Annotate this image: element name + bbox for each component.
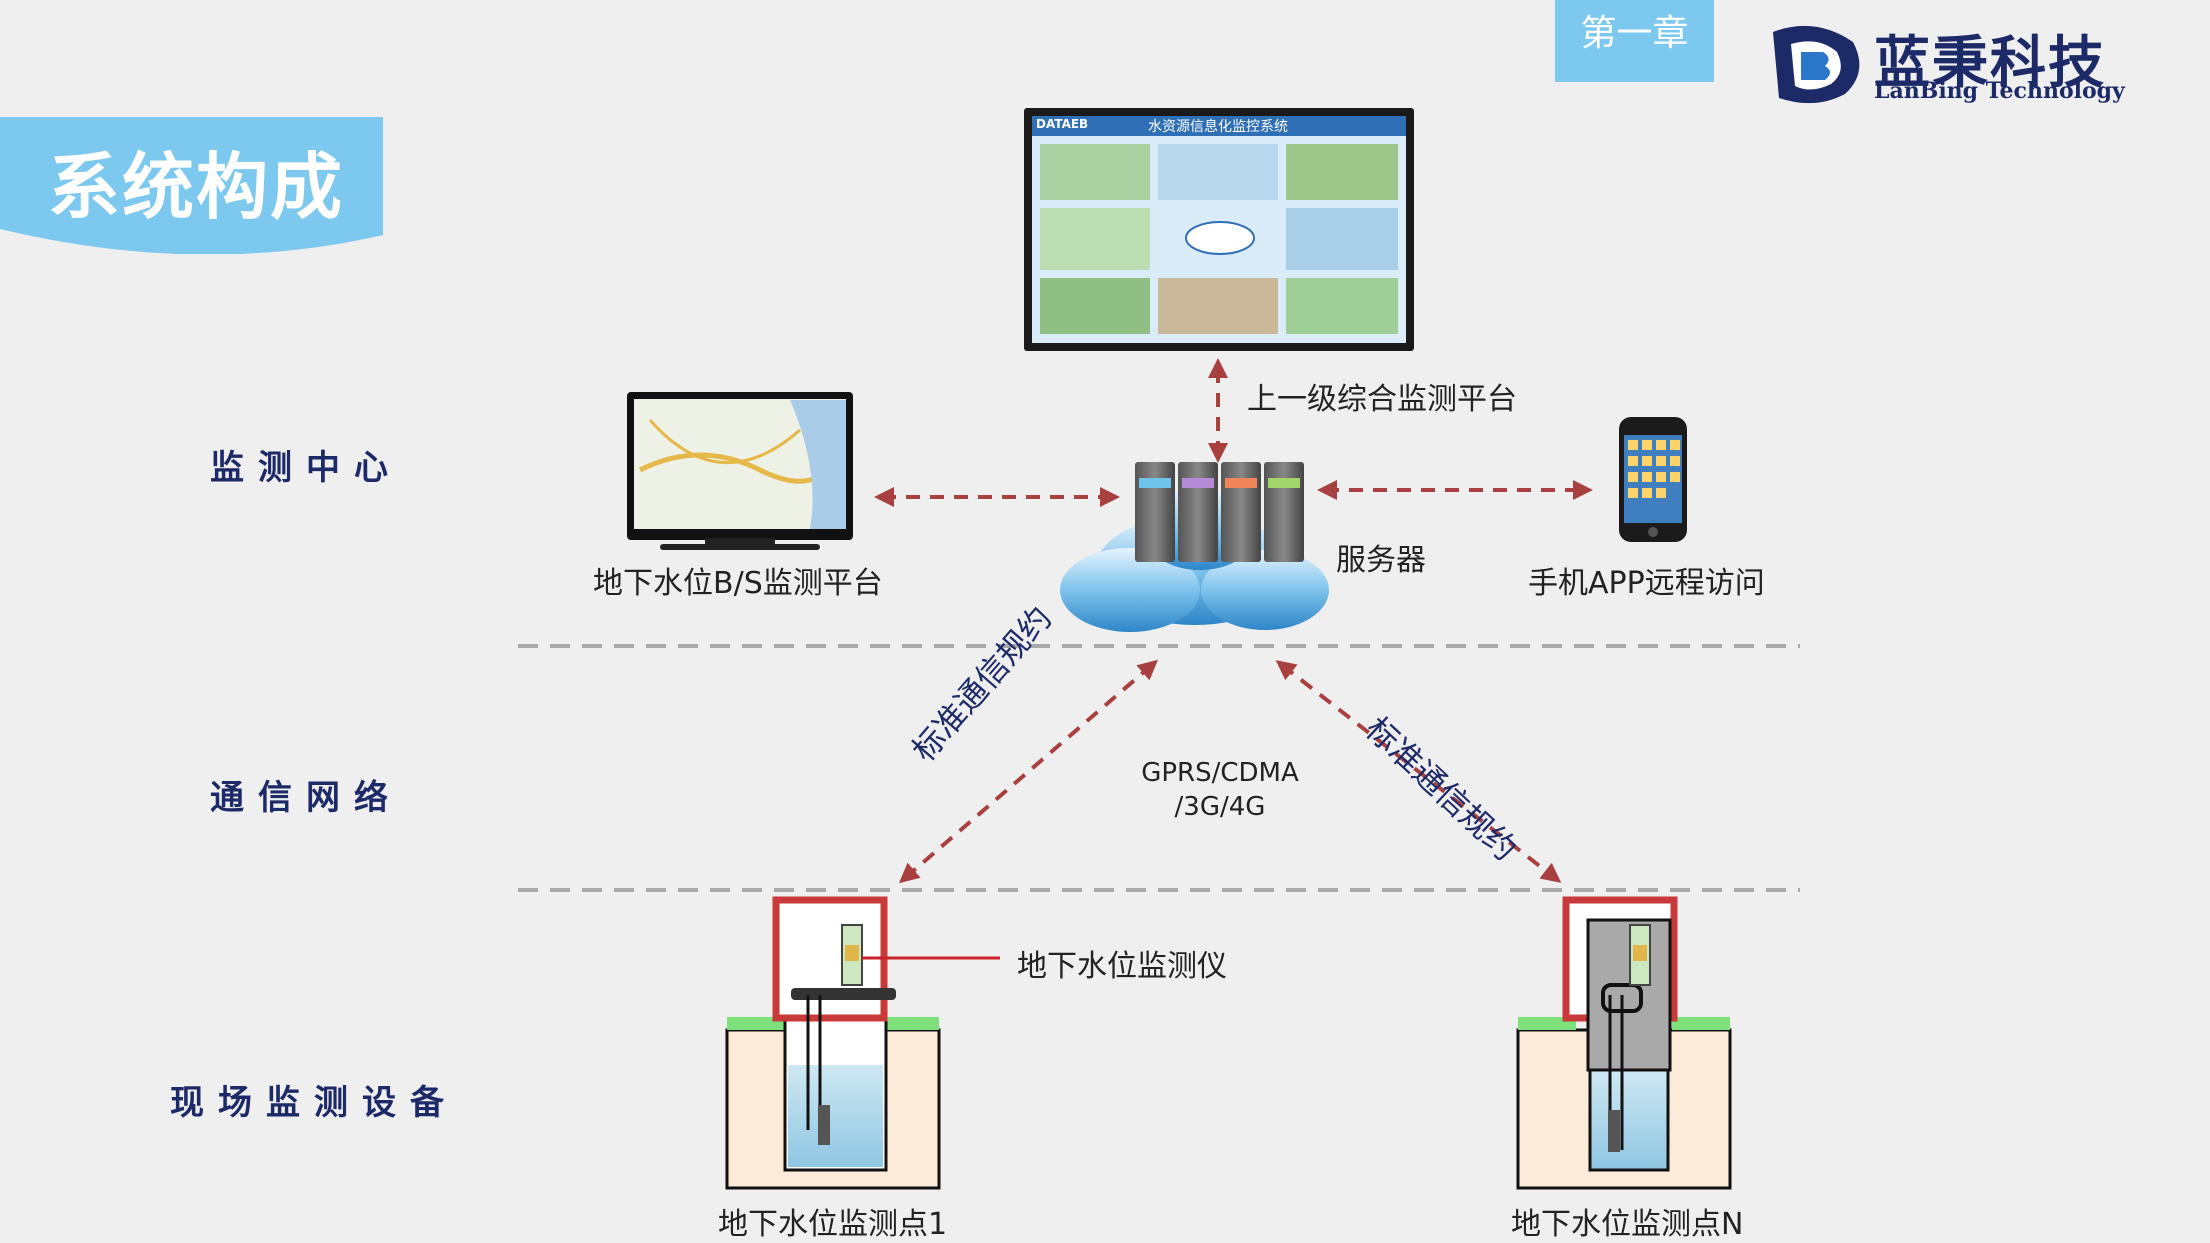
instrument-icon xyxy=(841,924,863,986)
chapter-tab: 第一章 xyxy=(1555,0,1714,82)
station-n-label: 地下水位监测点N xyxy=(1511,1207,1744,1242)
row-label-field: 现场监测设备 xyxy=(170,1083,458,1123)
row-label-center: 监测中心 xyxy=(210,448,402,488)
company-logo-icon xyxy=(1773,25,1860,104)
station-n-well-icon xyxy=(1516,896,1732,1190)
page-title: 系统构成 xyxy=(48,145,345,229)
mobile-app-label: 手机APP远程访问 xyxy=(1528,566,1765,601)
network-types: GPRS/CDMA /3G/4G xyxy=(1110,756,1330,824)
arrow-station-n xyxy=(1275,660,1562,883)
row-label-network: 通信网络 xyxy=(210,778,402,818)
server-label: 服务器 xyxy=(1336,543,1426,578)
instrument-label: 地下水位监测仪 xyxy=(1017,949,1227,984)
screen-title-text: 水资源信息化监控系统 xyxy=(1148,119,1288,135)
bs-platform-monitor-icon xyxy=(627,392,853,550)
bs-platform-label: 地下水位B/S监测平台 xyxy=(593,566,883,601)
server-cloud-icon xyxy=(1060,462,1329,632)
network-types-line2: /3G/4G xyxy=(1174,792,1266,822)
upper-platform-label: 上一级综合监测平台 xyxy=(1247,382,1517,417)
station-1-well-icon xyxy=(725,896,941,1190)
arrow-station-1 xyxy=(898,659,1159,884)
mobile-phone-icon xyxy=(1619,417,1687,542)
network-types-line1: GPRS/CDMA xyxy=(1141,758,1299,788)
station-1-label: 地下水位监测点1 xyxy=(718,1207,948,1242)
logo-text-cn: 蓝秉科技 xyxy=(1874,31,2106,96)
logo-text-en: LanBing Technology xyxy=(1874,78,2125,104)
screen-brand-text: DATAEB xyxy=(1036,117,1089,131)
upper-platform-screen-icon xyxy=(1024,108,1414,351)
title-banner xyxy=(0,117,383,254)
